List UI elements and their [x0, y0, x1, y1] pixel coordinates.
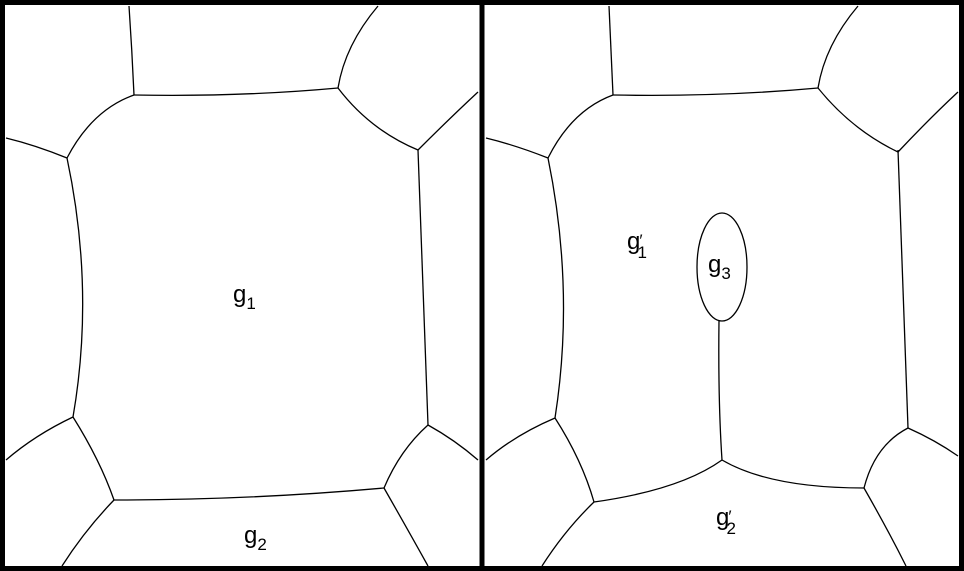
grain-boundary-tl-arc: [66, 94, 135, 159]
grain-boundary-g1p-g2p-left: [593, 459, 723, 503]
grain-boundary-branch: [128, 5, 135, 96]
grain-boundary-branch: [417, 91, 479, 151]
label-g2-prime: g′2: [716, 504, 736, 538]
left-panel: g1 g2: [5, 5, 479, 567]
grain-boundary-tr-arc: [337, 87, 419, 151]
grain-boundary-branch: [337, 5, 379, 89]
right-panel: g′1 g3 g′2: [485, 5, 959, 567]
grain-boundary-branch: [5, 137, 68, 159]
grain-boundary-g1p-right: [897, 149, 909, 429]
grain-boundary-tl-arc: [547, 94, 614, 159]
grain-boundary-bl-arc: [554, 417, 595, 503]
label-g2: g2: [244, 522, 267, 554]
grain-boundary-g1p-left: [547, 157, 565, 419]
grain-boundary-branch: [485, 137, 549, 159]
grain-boundary-branch: [863, 487, 907, 567]
grain-boundary-branch: [907, 427, 959, 457]
label-g1: g1: [233, 281, 256, 313]
grain-boundary-g1-left: [66, 157, 84, 418]
label-g3: g3: [708, 251, 731, 283]
grain-boundary-branch: [61, 499, 115, 567]
grain-boundary-br-arc: [383, 424, 429, 489]
grain-boundary-g1-top: [133, 87, 339, 97]
grain-boundary-to-g3: [718, 319, 723, 461]
grain-boundary-branch: [383, 487, 429, 567]
grain-boundary-g1-right: [417, 149, 429, 426]
grain-boundary-bl-arc: [72, 416, 115, 501]
grain-boundary-branch: [897, 91, 959, 153]
grain-boundary-branch: [817, 5, 859, 89]
grain-boundary-g1p-g2p-right: [721, 459, 865, 489]
grain-boundary-branch: [541, 501, 595, 567]
grain-boundary-branch: [5, 416, 74, 461]
label-g1-prime: g′1: [627, 228, 647, 262]
grain-boundary-branch: [485, 417, 556, 461]
grain-boundary-tr-arc: [817, 87, 899, 153]
grain-boundary-branch: [608, 5, 614, 96]
grain-boundary-branch: [427, 424, 479, 461]
grain-boundary-g1p-top: [612, 87, 819, 97]
grain-boundary-br-arc: [863, 427, 909, 489]
grain-boundary-g1-bottom: [113, 487, 385, 501]
grain-g3-boundary: [696, 212, 748, 322]
